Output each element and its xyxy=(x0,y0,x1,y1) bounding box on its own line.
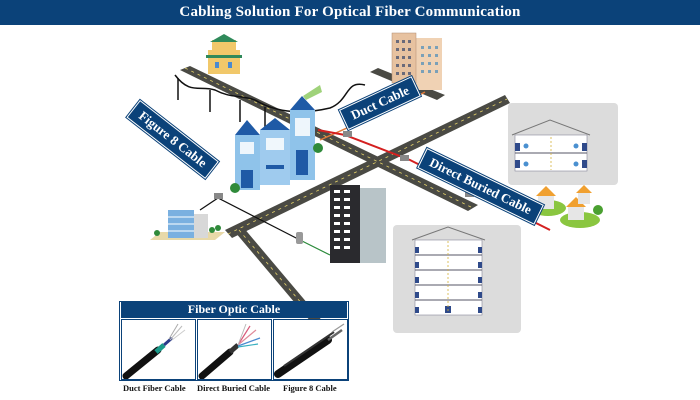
apartment-buildings-top xyxy=(391,32,442,90)
high-rise-tower xyxy=(330,185,386,263)
page-title: Cabling Solution For Optical Fiber Commu… xyxy=(179,4,521,20)
building-section-two-story xyxy=(508,103,618,185)
junction-box xyxy=(465,191,474,197)
house-small-top xyxy=(206,34,242,74)
office-building-left xyxy=(150,210,225,240)
cabling-diagram xyxy=(150,32,618,335)
junction-box xyxy=(343,131,352,137)
feed-cable-tower xyxy=(299,239,331,256)
junction-box xyxy=(296,232,303,244)
caption-duct-fiber-cable: Duct Fiber Cable xyxy=(123,383,186,393)
junction-box xyxy=(214,193,223,199)
building-section-five-story xyxy=(393,225,521,333)
road-upper-left xyxy=(180,66,478,211)
page-header: Cabling Solution For Optical Fiber Commu… xyxy=(0,0,700,25)
figure8-aerial-line xyxy=(174,74,366,130)
fiber-optic-cable-panel: Fiber Optic Cable xyxy=(119,301,349,383)
caption-direct-buried-cable: Direct Buried Cable xyxy=(197,383,271,393)
figure8-cable-image xyxy=(273,319,348,380)
direct-buried-cable-image xyxy=(197,319,272,380)
panel-title: Fiber Optic Cable xyxy=(121,301,347,318)
caption-figure8-cable: Figure 8 Cable xyxy=(283,383,337,393)
duct-fiber-cable-image xyxy=(121,319,196,380)
junction-box xyxy=(400,155,409,161)
office-buildings-center xyxy=(230,85,323,193)
